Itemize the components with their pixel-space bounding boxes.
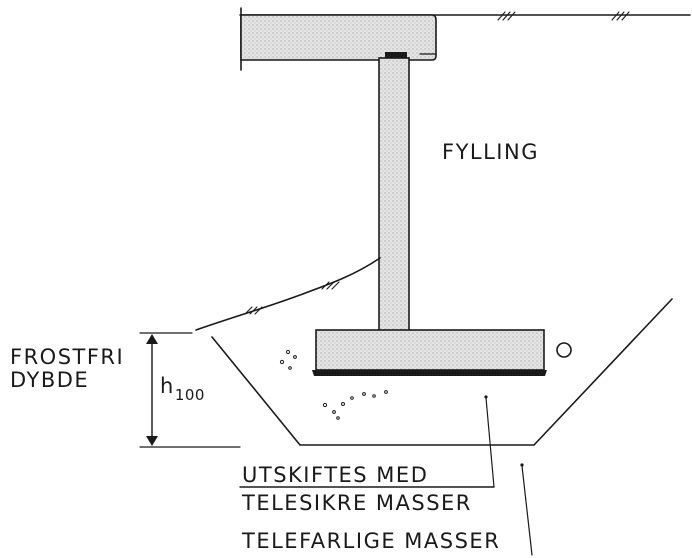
drain-pipe <box>556 342 572 358</box>
deck-slab <box>240 14 437 61</box>
label-replace-line2: TELESIKRE MASSER <box>241 491 472 515</box>
excavation-outline <box>211 298 673 446</box>
frost-depth-dimension <box>139 332 241 448</box>
grass-tufts <box>244 11 630 315</box>
label-frost-susceptible: TELEFARLIGE MASSER <box>241 529 500 553</box>
label-fill: FYLLING <box>442 140 539 164</box>
wall-footing <box>315 329 545 371</box>
label-frost-line1: FROSTFRI <box>10 345 124 369</box>
wall-stem <box>378 57 410 335</box>
label-depth-subscript: 100 <box>175 386 205 404</box>
leader-dot-replaced-fill <box>484 395 488 399</box>
label-depth-symbol: h <box>160 374 175 398</box>
label-replace-line1: UTSKIFTES MED <box>242 463 428 487</box>
leader-dot-frost-susceptible <box>520 463 524 467</box>
label-depth-h: h100 <box>160 374 205 404</box>
label-frost-line2: DYBDE <box>10 368 89 392</box>
gravel-dots <box>279 349 388 420</box>
leader-line-frost-susceptible <box>521 465 533 556</box>
terrain-slope-line <box>195 257 381 331</box>
blinding-layer <box>312 370 547 376</box>
bearing-pad <box>385 52 407 58</box>
leader-line-replaced-fill <box>485 397 495 488</box>
